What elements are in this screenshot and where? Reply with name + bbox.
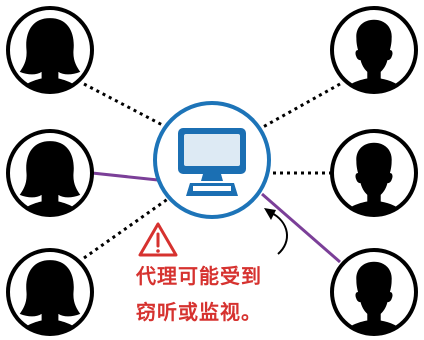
secure-link-left	[91, 171, 159, 182]
connections	[83, 82, 341, 264]
dotted-link-top-left	[83, 82, 173, 132]
person-node-right-1	[330, 6, 418, 94]
warning-line-1: 代理可能受到	[136, 264, 262, 288]
person-node-left-1	[6, 6, 94, 94]
warning-caption: 代理可能受到 窃听或监视。	[136, 258, 316, 330]
secure-link-right	[261, 192, 341, 264]
warning-line-2: 窃听或监视。	[136, 300, 262, 324]
person-node-left-2	[6, 129, 94, 217]
proxy-node	[153, 101, 271, 219]
curved-arrow-icon	[264, 208, 288, 255]
computer-monitor-icon	[178, 128, 246, 196]
dotted-link-top-right	[253, 82, 341, 134]
person-node-right-2	[330, 129, 418, 217]
person-node-right-3	[330, 248, 418, 336]
person-node-left-3	[6, 248, 94, 336]
warning-triangle-icon	[138, 222, 178, 257]
